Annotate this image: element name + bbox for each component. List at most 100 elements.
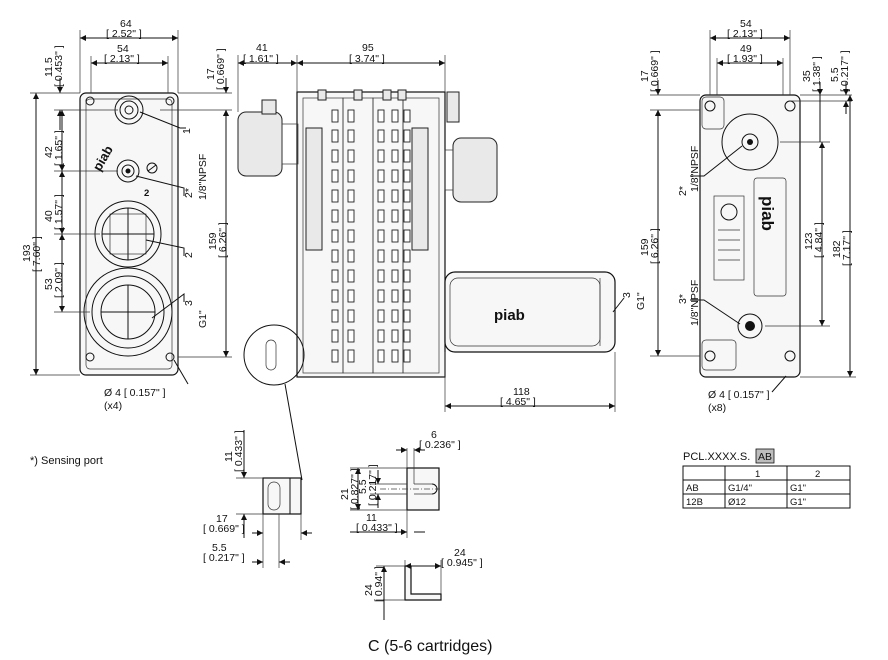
table-cell: G1/4" bbox=[728, 483, 752, 494]
table-header-1: 1 bbox=[755, 469, 760, 480]
back-t55-mm: 5.5 bbox=[829, 67, 841, 82]
variant-table: PCL.XXXX.S. AB 1 2 AB G1/4" G1" 12B Ø12 … bbox=[682, 448, 851, 509]
detail-w11-mm: 11 bbox=[366, 512, 377, 524]
table-cell: AB bbox=[686, 483, 699, 494]
cartridge-slot bbox=[391, 189, 399, 203]
cartridge-slot bbox=[403, 289, 411, 303]
detail-w6-in: [ 0.236" ] bbox=[419, 439, 461, 451]
front-d53-mm: 53 bbox=[43, 278, 55, 290]
cartridge-slot bbox=[331, 249, 339, 263]
cartridge-slot bbox=[347, 189, 355, 203]
back-t55-in: [ 0.217" ] bbox=[839, 50, 851, 92]
cartridge-slot bbox=[403, 329, 411, 343]
front-rtop-mm: 17 bbox=[205, 68, 217, 80]
cartridge-slot bbox=[377, 229, 385, 243]
back-view: piab 54 [ 2.13" ] 49 [ 1.93" ] 17 [ 0.66… bbox=[639, 18, 856, 414]
back-h182-in: [ 7.17" ] bbox=[841, 230, 853, 266]
detail-b24w-in: [ 0.945" ] bbox=[441, 557, 483, 569]
cartridge-slot bbox=[377, 269, 385, 283]
cartridge-slot bbox=[403, 249, 411, 263]
side-logo: piab bbox=[494, 307, 525, 324]
cartridge-slot bbox=[391, 209, 399, 223]
back-t35-mm: 35 bbox=[801, 70, 813, 82]
table-cell: G1" bbox=[790, 497, 806, 508]
cartridge-slot bbox=[403, 349, 411, 363]
cartridge-slot bbox=[331, 149, 339, 163]
detail-w55-in: [ 0.217" ] bbox=[203, 552, 245, 564]
detail-w11-in: [ 0.433" ] bbox=[356, 522, 398, 534]
back-port2star: 2* bbox=[677, 186, 689, 196]
bracket-side bbox=[406, 467, 440, 511]
side-w95-in: [ 3.74" ] bbox=[349, 53, 385, 65]
cartridge-slot bbox=[331, 209, 339, 223]
cartridge-slot bbox=[403, 189, 411, 203]
cartridge-slot bbox=[377, 289, 385, 303]
side-silencer bbox=[444, 271, 616, 353]
front-hole-label: Ø 4 [ 0.157" ] bbox=[104, 387, 166, 399]
cartridge-slot bbox=[391, 109, 399, 123]
l-bracket bbox=[404, 565, 442, 601]
front-rtop-in: [ 0.669" ] bbox=[215, 48, 227, 90]
cartridge-slot bbox=[331, 189, 339, 203]
side-w41-in: [ 1.61" ] bbox=[243, 53, 279, 65]
detail-h21-in: [ 0.827" ] bbox=[349, 468, 361, 510]
back-t17-in: [ 0.669" ] bbox=[649, 50, 661, 92]
side-port3: 3 bbox=[621, 292, 633, 298]
cartridge-slot bbox=[403, 309, 411, 323]
cartridge-slot bbox=[347, 149, 355, 163]
back-logo: piab bbox=[758, 196, 777, 231]
side-port2-fitting bbox=[452, 137, 498, 203]
detail-views: 11 [ 0.433" ] 17 [ 0.669" ] 5.5 [ 0.217"… bbox=[203, 429, 483, 620]
front-d40-mm: 40 bbox=[43, 210, 55, 222]
back-h159-mm: 159 bbox=[639, 238, 651, 256]
back-port3star: 3* bbox=[677, 294, 689, 304]
cartridge-slot bbox=[331, 109, 339, 123]
detail-h55-mm: 5.5 bbox=[357, 479, 369, 494]
cartridge-slot bbox=[347, 289, 355, 303]
back-h182-mm: 182 bbox=[831, 240, 843, 258]
cartridge-slot bbox=[347, 169, 355, 183]
cartridge-slot bbox=[331, 269, 339, 283]
cartridge-slot bbox=[391, 289, 399, 303]
cartridge-slot bbox=[331, 329, 339, 343]
side-w118-in: [ 4.65" ] bbox=[500, 396, 536, 408]
detail-h11-in: [ 0.433" ] bbox=[233, 430, 245, 472]
front-d53-in: [ 2.09" ] bbox=[53, 262, 65, 298]
detail-h21-mm: 21 bbox=[339, 488, 351, 500]
back-port2star-thread: 1/8"NPSF bbox=[689, 146, 701, 192]
back-w54-in: [ 2.13" ] bbox=[727, 28, 763, 40]
cartridge-slot bbox=[391, 129, 399, 143]
cartridge-slot bbox=[347, 229, 355, 243]
cartridge-slot bbox=[377, 149, 385, 163]
front-view: 2 piab 64 [ 2.52" ] 54 [ 2.13" ] bbox=[21, 18, 232, 412]
cartridge-slot bbox=[403, 269, 411, 283]
cartridge-slot bbox=[391, 349, 399, 363]
detail-w6-mm: 6 bbox=[431, 429, 437, 441]
cartridge-slot bbox=[331, 289, 339, 303]
back-port3star-thread: 1/8"NPSF bbox=[689, 280, 701, 326]
cartridge-slot bbox=[347, 249, 355, 263]
drawing-caption: C (5-6 cartridges) bbox=[368, 638, 492, 655]
sensing-port-note: *) Sensing port bbox=[30, 455, 103, 467]
front-d42-in: [ 1.65" ] bbox=[53, 130, 65, 166]
cartridge-slot bbox=[391, 269, 399, 283]
cartridge-slot bbox=[403, 169, 411, 183]
cartridge-slot bbox=[331, 349, 339, 363]
front-width-mm: 64 bbox=[120, 18, 132, 30]
side-w41-mm: 41 bbox=[256, 42, 268, 54]
back-t35-in: [ 1.38" ] bbox=[811, 56, 823, 92]
detail-w55-mm: 5.5 bbox=[212, 542, 227, 554]
cartridge-slot bbox=[331, 229, 339, 243]
front-port2-mark: 2 bbox=[144, 188, 149, 199]
front-top-mm: 11.5 bbox=[43, 57, 55, 77]
cartridge-slot bbox=[377, 329, 385, 343]
cartridge-slot bbox=[347, 109, 355, 123]
table-cell: 12B bbox=[686, 497, 703, 508]
cartridge-slot bbox=[347, 269, 355, 283]
cartridge-slot bbox=[391, 249, 399, 263]
back-t17-mm: 17 bbox=[639, 70, 651, 82]
table-code-prefix: PCL.XXXX.S. bbox=[683, 451, 750, 463]
side-port3-thread: G1" bbox=[635, 292, 647, 310]
cartridge-slot bbox=[403, 229, 411, 243]
